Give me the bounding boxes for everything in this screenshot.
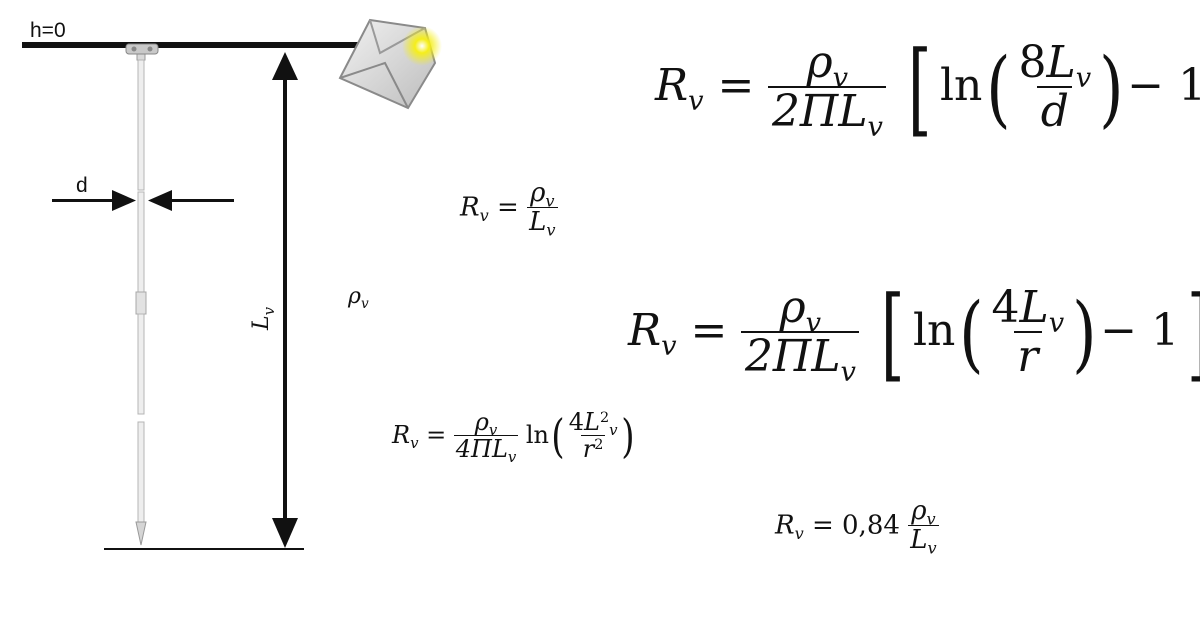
formula-4: Rv = ρv 4ΠLv ln( 4L2v r2 ) [392,408,635,467]
rod-clamp [125,43,159,55]
envelope-icon [338,18,442,110]
bottom-line [104,548,304,550]
diameter-label: d [76,174,88,197]
formula-1: Rv = ρv 2ΠLv [ln( 8Lv d )− 1] [655,28,1200,147]
rho-label: ρv [348,284,369,312]
formula-3: Rv = ρv 2ΠLv [ln( 4Lv r )− 1] [628,273,1200,392]
ground-line [22,42,362,48]
length-arrow [272,52,298,548]
length-label: Lv [249,306,278,331]
ground-label: h=0 [30,19,66,42]
diameter-arrows [52,190,234,211]
formula-5: Rv = 0,84 ρv Lv [775,497,939,556]
ground-rod [135,51,147,546]
electrode-diagram: h=0 d Lv [22,19,362,550]
formula-2: Rv = ρv Lv [460,179,558,238]
